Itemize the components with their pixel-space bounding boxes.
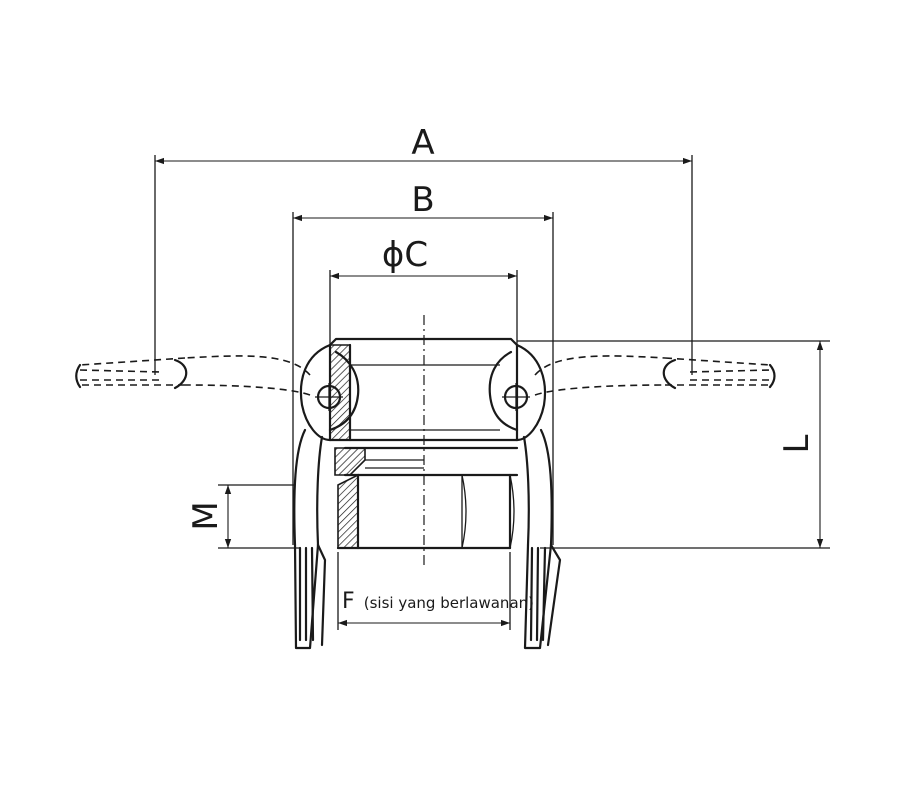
- label-l: L: [777, 434, 817, 453]
- label-c: ϕC: [382, 235, 428, 275]
- label-f-letter: F: [342, 589, 355, 614]
- extension-lines: [154, 155, 830, 630]
- label-m: M: [186, 501, 226, 530]
- dimension-lines: [155, 157, 824, 627]
- right-open-lever-phantom: [534, 355, 776, 396]
- label-b: B: [411, 180, 434, 220]
- label-a: A: [411, 123, 434, 163]
- left-open-lever-phantom: [75, 355, 311, 396]
- right-cam-lever: [488, 343, 562, 650]
- label-f: F (sisi yang berlawanan): [342, 589, 534, 614]
- left-cam-lever: [293, 343, 360, 650]
- label-f-note: (sisi yang berlawanan): [364, 594, 534, 612]
